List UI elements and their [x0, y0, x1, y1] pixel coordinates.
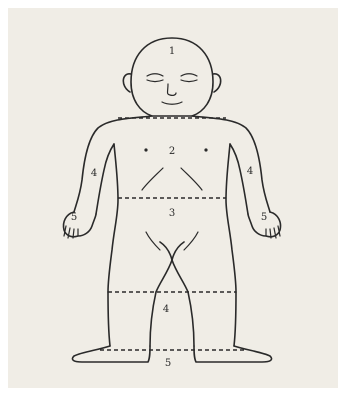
region-label-hand-left: 5	[71, 213, 77, 223]
right-torso-side	[226, 144, 236, 292]
right-inner-arm	[230, 144, 248, 214]
right-lower-outer	[234, 292, 236, 346]
left-lower-outer	[108, 292, 110, 346]
left-ear	[123, 74, 131, 92]
region-label-arm-left: 4	[91, 169, 97, 179]
right-ear	[213, 74, 221, 92]
left-rib-line	[142, 168, 163, 190]
right-lower-inner	[188, 292, 194, 346]
right-eye	[181, 74, 197, 76]
left-inner-arm	[96, 144, 114, 214]
right-eye-lower	[181, 80, 197, 82]
region-label-leg: 4	[163, 305, 169, 315]
right-nipple	[204, 148, 207, 151]
left-torso-side	[108, 144, 118, 292]
region-label-lower-trunk: 3	[169, 209, 175, 219]
mouth	[162, 102, 182, 104]
left-eye	[147, 74, 163, 76]
left-foot	[72, 346, 150, 362]
left-inner-leg	[156, 260, 172, 292]
groin	[160, 242, 184, 260]
region-label-arm-right: 4	[247, 167, 253, 177]
right-thigh-crease	[184, 232, 198, 250]
region-label-hand-right: 5	[261, 213, 267, 223]
left-hand	[63, 212, 96, 237]
left-eye-lower	[147, 80, 163, 82]
nose	[168, 84, 177, 95]
region-label-trunk: 2	[169, 147, 175, 157]
left-lower-inner	[150, 292, 156, 346]
right-foot	[194, 346, 272, 362]
region-label-foot: 5	[165, 359, 171, 369]
region-label-head: 1	[169, 47, 175, 57]
left-thigh-crease	[146, 232, 160, 250]
right-inner-leg	[172, 260, 188, 292]
left-nipple	[144, 148, 147, 151]
right-rib-line	[181, 168, 202, 190]
